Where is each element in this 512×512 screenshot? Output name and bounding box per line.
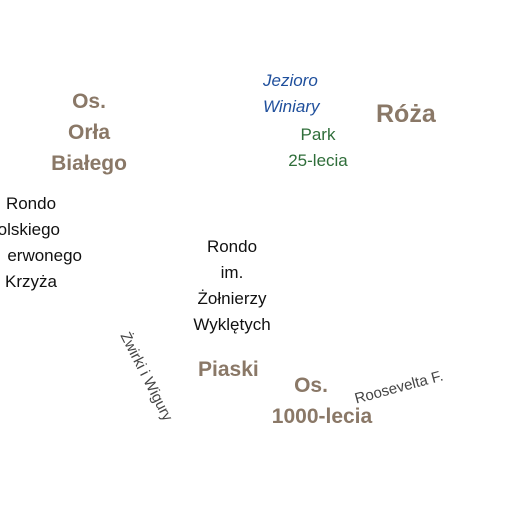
district-label-piaski: Piaski xyxy=(198,358,259,381)
district-label-1000-lecia: Os. 1000-lecia xyxy=(271,374,373,428)
street-label-zwirki-i-wigury: Żwirki i Wigury xyxy=(116,329,176,424)
poi-label-rondo-zolnierzy-wykletych: Rondo im. Żołnierzy Wyklętych xyxy=(193,237,271,334)
poi-label-rondo-pck: Rondo olskiego erwonego Krzyża xyxy=(0,194,82,291)
park-label-25-lecia: Park 25-lecia xyxy=(288,125,348,170)
district-label-orla-bialego: Os. Orła Białego xyxy=(51,90,127,175)
lake-label-jezioro-winiary: Jezioro Winiary xyxy=(263,71,320,116)
district-label-roza: Róża xyxy=(376,100,436,128)
